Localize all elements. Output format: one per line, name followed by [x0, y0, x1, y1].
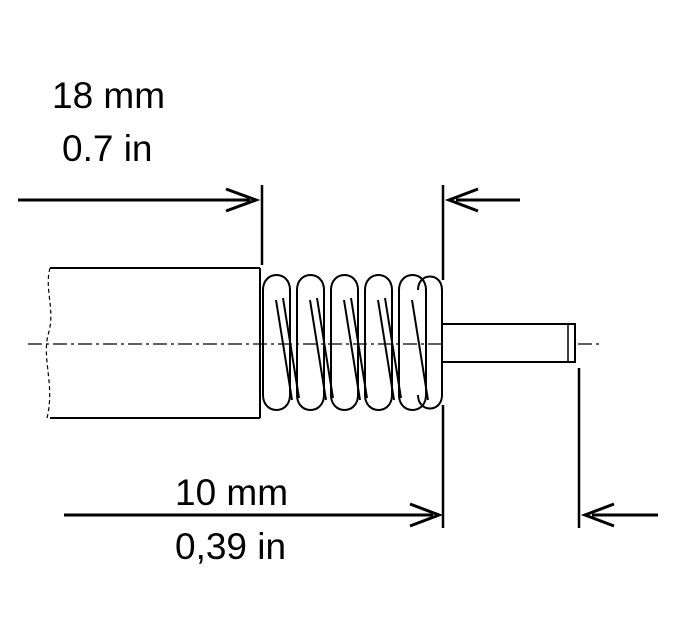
- conductor-length-dimension: [64, 368, 658, 528]
- conductor-length-metric-label: 10 mm: [175, 472, 289, 513]
- strip-left-arrowhead: [225, 187, 261, 213]
- conductor-right-arrowhead: [580, 502, 615, 528]
- strip-length-dimension: [18, 185, 520, 280]
- conductor-length-imperial-label: 0,39 in: [175, 526, 287, 567]
- strip-right-arrowhead: [444, 187, 479, 213]
- cable-jacket: [45, 267, 261, 419]
- jacket-break-edge: [45, 267, 52, 419]
- conductor-left-arrowhead: [409, 502, 444, 528]
- center-conductor: [441, 323, 576, 363]
- braided-shield: [262, 274, 443, 411]
- strip-length-imperial-label: 0.7 in: [62, 128, 153, 169]
- strip-length-metric-label: 18 mm: [52, 75, 166, 116]
